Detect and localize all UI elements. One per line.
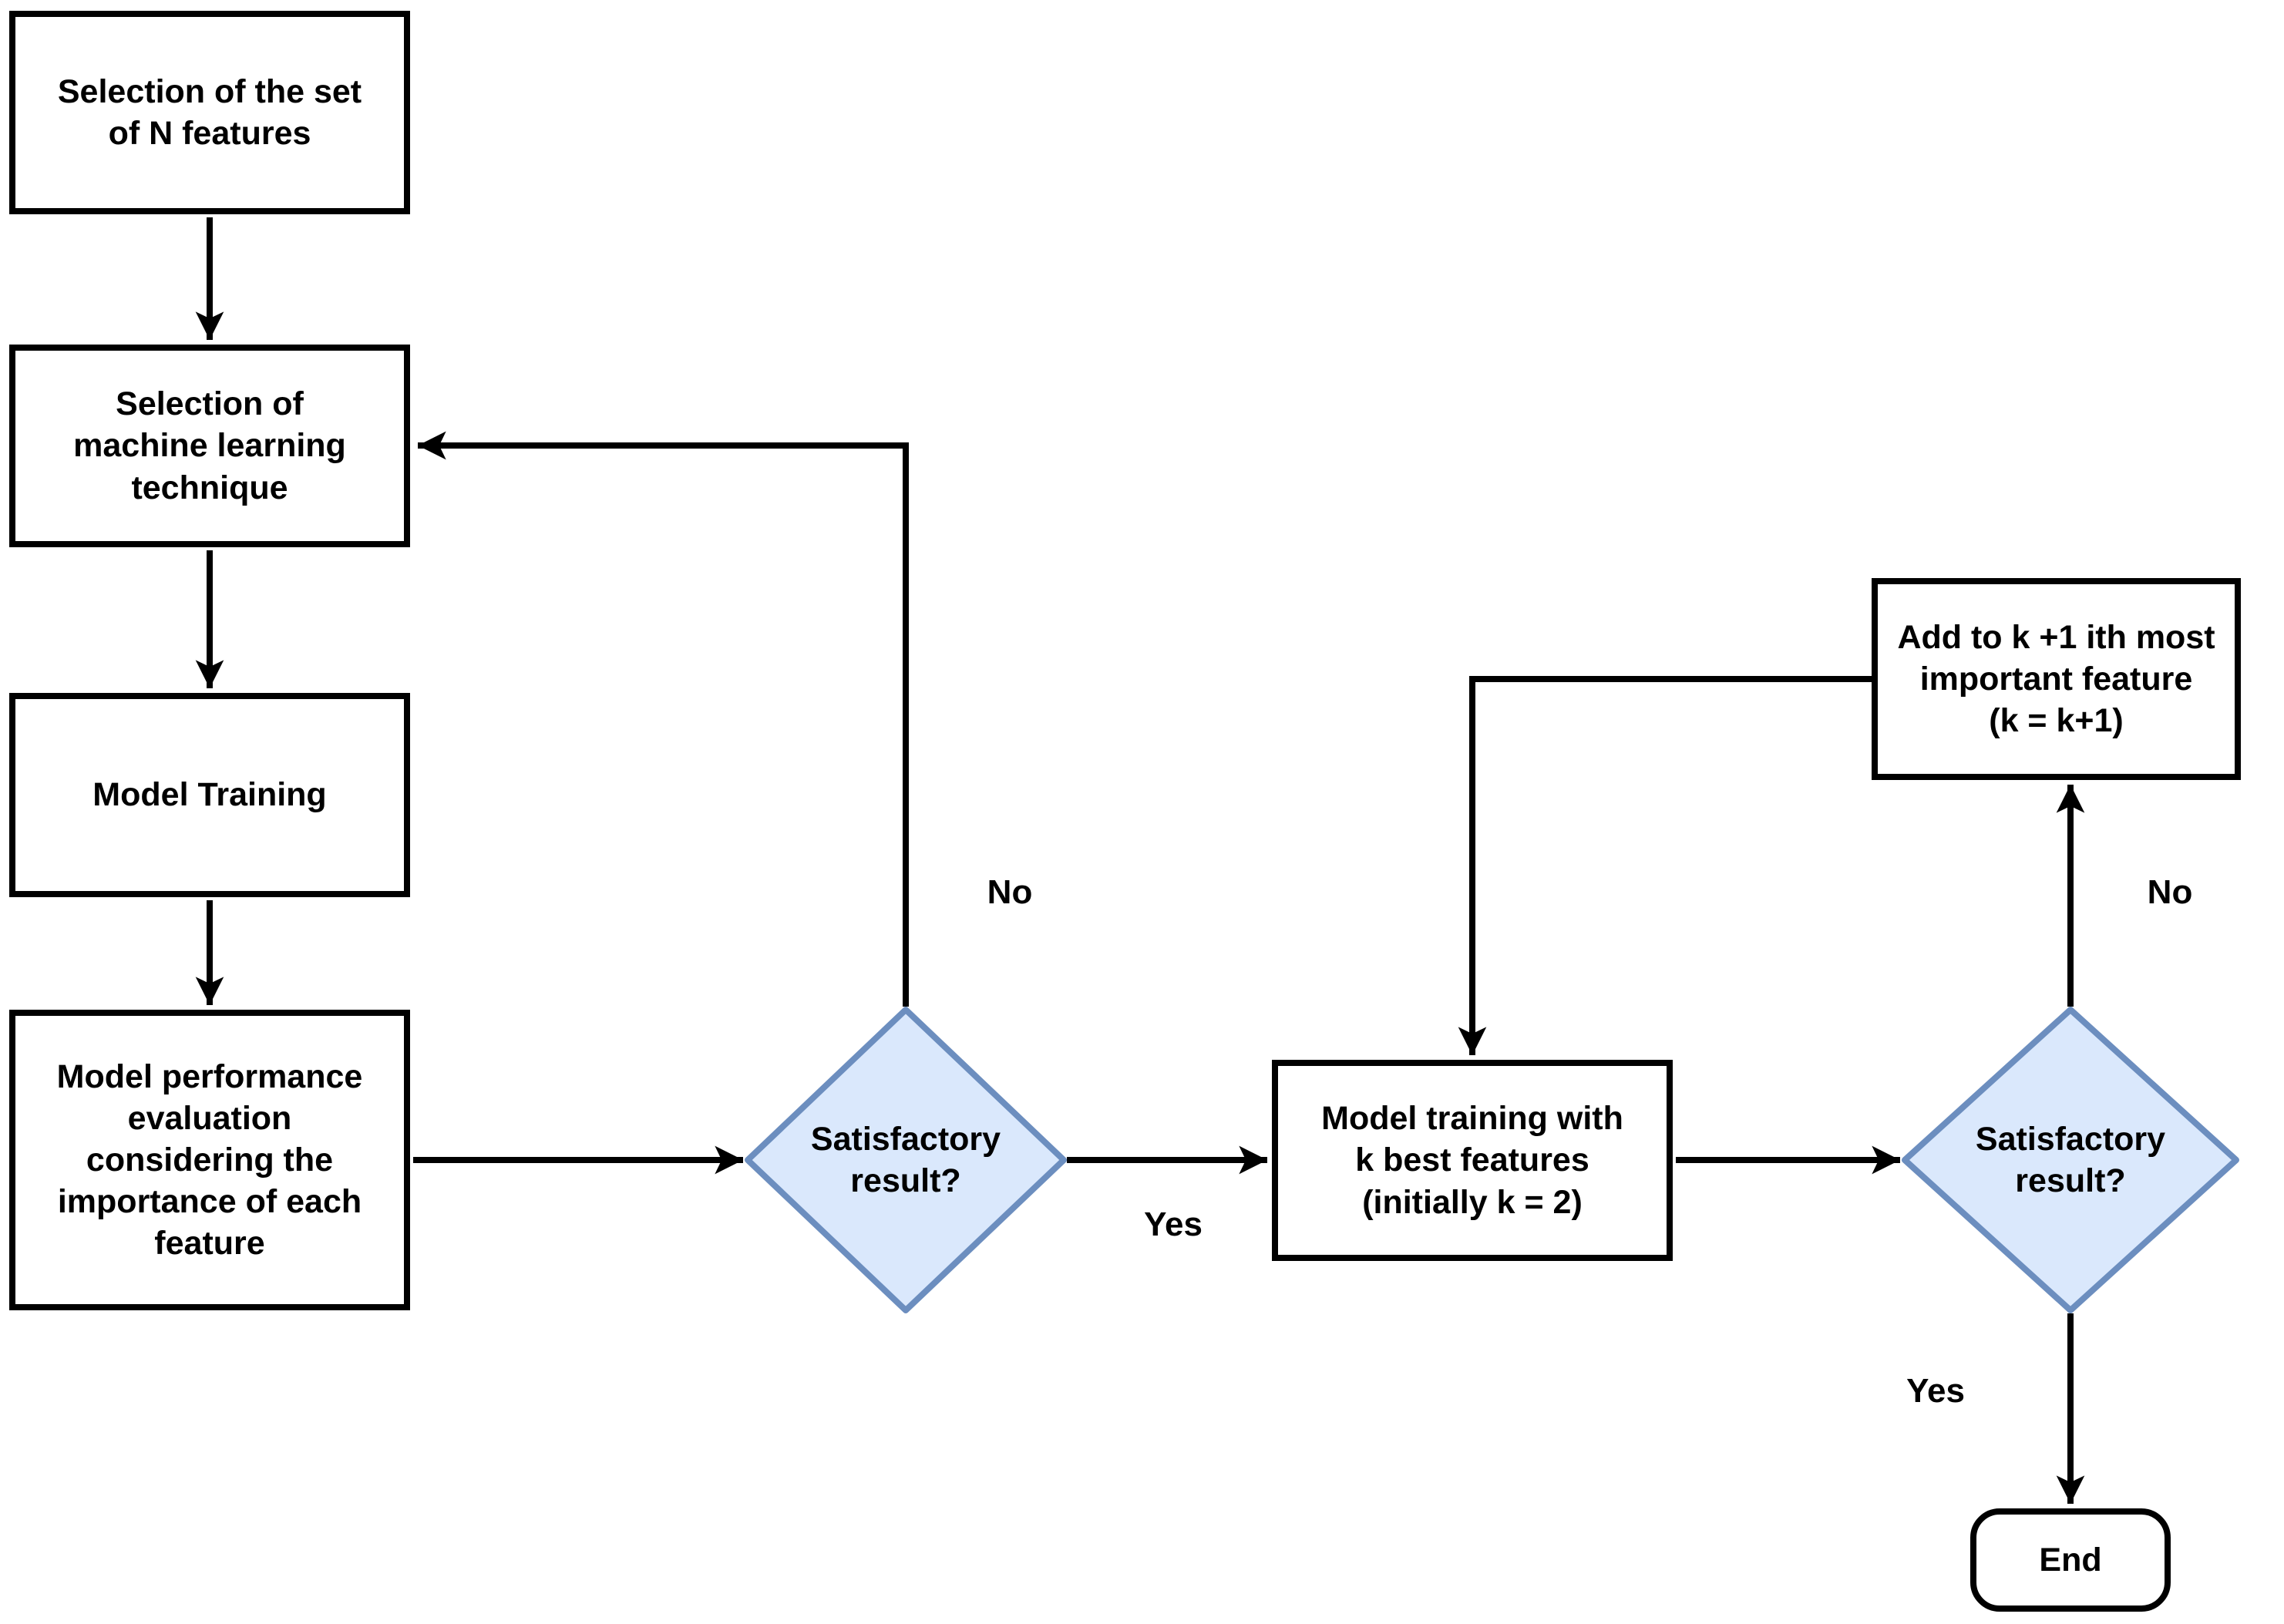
node-select-features-box: [9, 11, 410, 214]
node-ml-technique-box: [9, 345, 410, 547]
node-kbest-training-box: [1272, 1060, 1673, 1261]
node-decision1-diamond: [745, 1007, 1067, 1313]
node-end-terminator: [1970, 1508, 2171, 1612]
edge-add-loop-to-kbest: [1458, 676, 1872, 1055]
node-decision2-diamond: [1902, 1007, 2239, 1313]
edge-decision1-no-loop: [418, 431, 909, 1007]
node-evaluation-box: [9, 1010, 410, 1310]
node-add-feature-box: [1872, 578, 2241, 780]
node-model-training-box: [9, 693, 410, 897]
